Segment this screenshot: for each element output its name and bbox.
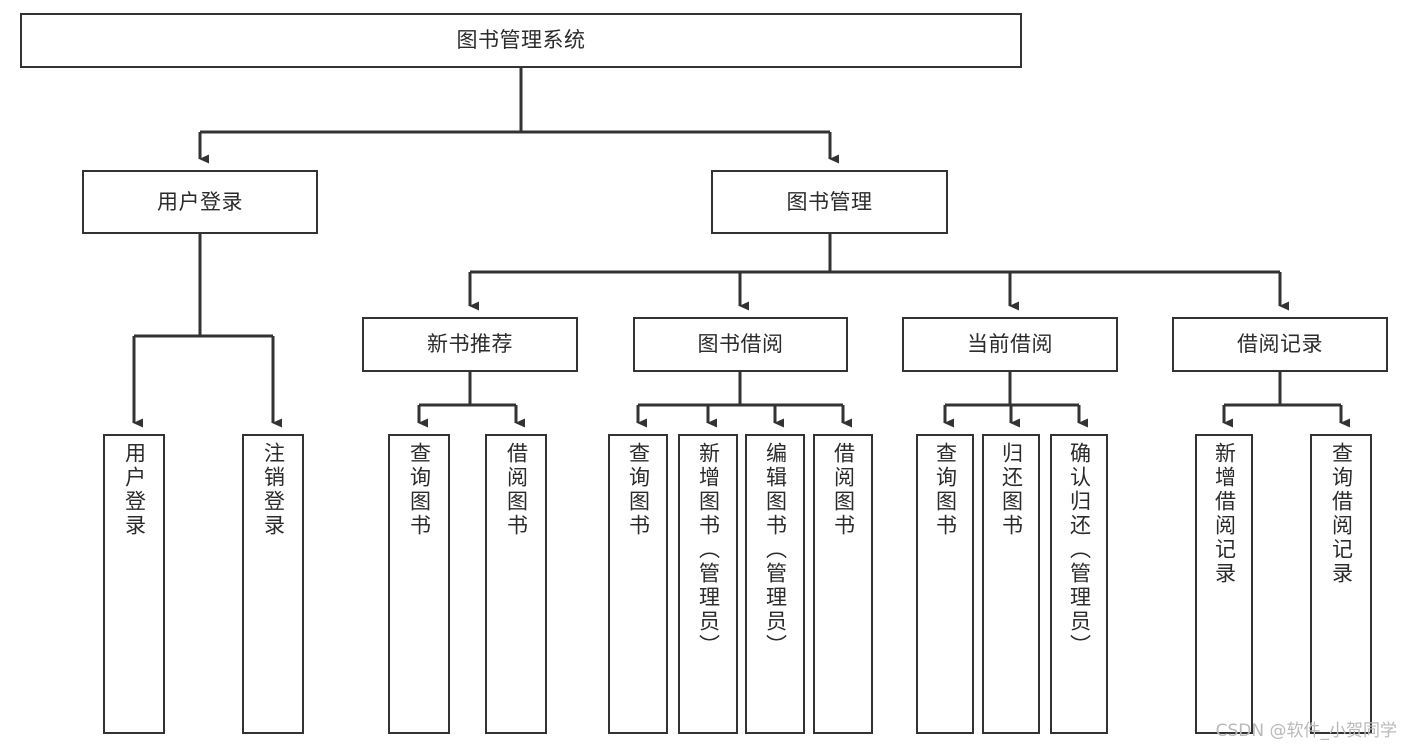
node-book-borrow[interactable]: 图书借阅: [633, 317, 848, 372]
node-leaf-logout-label: 注销登录: [261, 442, 286, 538]
node-leaf-edit-book-label: 编辑图书（管理员）: [763, 442, 788, 658]
node-borrow-record-label: 借阅记录: [1237, 332, 1323, 357]
node-book-manage-label: 图书管理: [786, 189, 873, 214]
node-leaf-query-book-1[interactable]: 查询图书: [388, 434, 450, 734]
node-book-manage[interactable]: 图书管理: [711, 170, 948, 234]
node-leaf-confirm-return[interactable]: 确认归还（管理员）: [1050, 434, 1108, 734]
node-leaf-add-book[interactable]: 新增图书（管理员）: [678, 434, 738, 734]
node-leaf-edit-book[interactable]: 编辑图书（管理员）: [745, 434, 805, 734]
node-leaf-add-book-label: 新增图书（管理员）: [696, 442, 721, 658]
node-new-book-recommend[interactable]: 新书推荐: [362, 317, 578, 372]
node-leaf-user-login-label: 用户登录: [122, 442, 147, 538]
node-leaf-query-record-label: 查询借阅记录: [1329, 442, 1354, 586]
node-user-login[interactable]: 用户登录: [82, 170, 318, 234]
node-borrow-record[interactable]: 借阅记录: [1172, 317, 1388, 372]
node-leaf-add-record[interactable]: 新增借阅记录: [1195, 434, 1253, 734]
node-leaf-query-book-3[interactable]: 查询图书: [916, 434, 974, 734]
node-leaf-borrow-book-2-label: 借阅图书: [831, 442, 856, 538]
node-leaf-user-login[interactable]: 用户登录: [103, 434, 165, 734]
node-root[interactable]: 图书管理系统: [20, 13, 1022, 68]
node-book-borrow-label: 图书借阅: [697, 332, 784, 357]
node-leaf-query-book-2[interactable]: 查询图书: [608, 434, 668, 734]
node-leaf-borrow-book-1[interactable]: 借阅图书: [485, 434, 547, 734]
node-leaf-add-record-label: 新增借阅记录: [1212, 442, 1237, 586]
node-new-book-recommend-label: 新书推荐: [427, 332, 513, 357]
node-leaf-logout[interactable]: 注销登录: [242, 434, 304, 734]
node-leaf-return-book-label: 归还图书: [999, 442, 1024, 538]
node-leaf-return-book[interactable]: 归还图书: [982, 434, 1040, 734]
node-current-borrow-label: 当前借阅: [967, 332, 1053, 357]
node-leaf-confirm-return-label: 确认归还（管理员）: [1067, 442, 1092, 658]
node-leaf-query-book-3-label: 查询图书: [933, 442, 958, 538]
node-leaf-borrow-book-2[interactable]: 借阅图书: [813, 434, 873, 734]
node-user-login-label: 用户登录: [157, 189, 243, 214]
node-current-borrow[interactable]: 当前借阅: [902, 317, 1118, 372]
node-leaf-query-book-1-label: 查询图书: [407, 442, 432, 538]
node-leaf-query-book-2-label: 查询图书: [626, 442, 651, 538]
node-leaf-borrow-book-1-label: 借阅图书: [504, 442, 529, 538]
node-root-label: 图书管理系统: [456, 28, 586, 53]
node-leaf-query-record[interactable]: 查询借阅记录: [1310, 434, 1372, 734]
